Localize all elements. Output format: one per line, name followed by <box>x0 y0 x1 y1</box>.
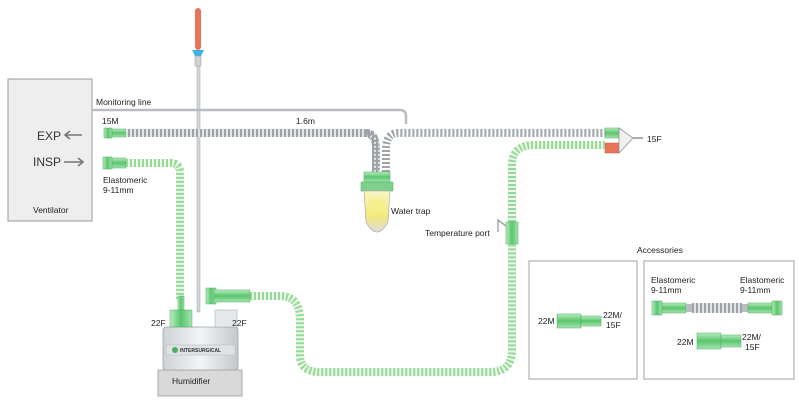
port-15m-label: 15M <box>102 116 119 126</box>
accessories-title: Accessories <box>637 245 683 255</box>
ventilator: EXP INSP Ventilator <box>7 78 93 222</box>
monitoring-line-label: Monitoring line <box>96 97 152 107</box>
y-piece <box>604 127 643 155</box>
insp-label: INSP <box>33 155 61 169</box>
accessory-2-left-label-line2: 9-11mm <box>651 285 682 295</box>
accessory-2-right-label-line1: Elastomeric <box>740 275 785 285</box>
humidifier-label: Humidifier <box>172 376 210 386</box>
exp-arrow-icon <box>63 130 82 140</box>
exp-label: EXP <box>37 129 61 143</box>
port-15f-label: 15F <box>647 134 662 144</box>
port-22f-left-label: 22F <box>151 318 166 328</box>
accessory-2-bottom-right-label-line1: 22M/ <box>742 332 762 342</box>
water-trap <box>360 171 394 233</box>
insp-arrow-icon <box>64 157 85 167</box>
humidifier-brand-icon <box>172 347 178 353</box>
accessory-1-right-label-line2: 15F <box>606 320 621 330</box>
accessory-box-2: Elastomeric 9-11mm Elastomeric 9-11mm 22… <box>643 260 795 380</box>
accessory-1-right-label-line1: 22M/ <box>603 310 623 320</box>
elastomeric-label-line1: Elastomeric <box>103 175 148 185</box>
exp-port-connector <box>103 127 113 139</box>
insp-port-connector <box>102 156 113 170</box>
expiratory-tube-right <box>382 129 605 172</box>
humidifier-brand: INTERSURGICAL <box>180 348 221 354</box>
accessory-1-left-label: 22M <box>538 316 555 326</box>
length-label: 1.6m <box>296 116 315 126</box>
monitoring-line <box>92 108 408 124</box>
temperature-port-label: Temperature port <box>425 228 490 238</box>
elastomeric-label-line2: 9-11mm <box>103 185 134 195</box>
accessory-2-right-label-line2: 9-11mm <box>740 285 771 295</box>
humidifier: INTERSURGICAL Humidifier <box>157 287 251 397</box>
temperature-port <box>497 218 519 245</box>
ventilator-label: Ventilator <box>33 205 69 215</box>
accessory-box-1: 22M 22M/ 15F <box>528 260 638 380</box>
expiratory-tube <box>126 129 366 137</box>
inspiratory-tube-wet <box>250 244 516 376</box>
accessory-2-left-label-line1: Elastomeric <box>651 275 696 285</box>
temperature-probe <box>192 8 204 313</box>
probe-tip-icon <box>192 50 204 56</box>
accessory-2-bottom-right-label-line2: 15F <box>745 342 760 352</box>
water-trap-label: Water trap <box>391 206 431 216</box>
inspiratory-tube-dry <box>126 159 184 300</box>
accessory-2-bottom-left-label: 22M <box>677 337 694 347</box>
port-22f-right-label: 22F <box>232 318 247 328</box>
elastomeric-tube <box>692 303 742 313</box>
